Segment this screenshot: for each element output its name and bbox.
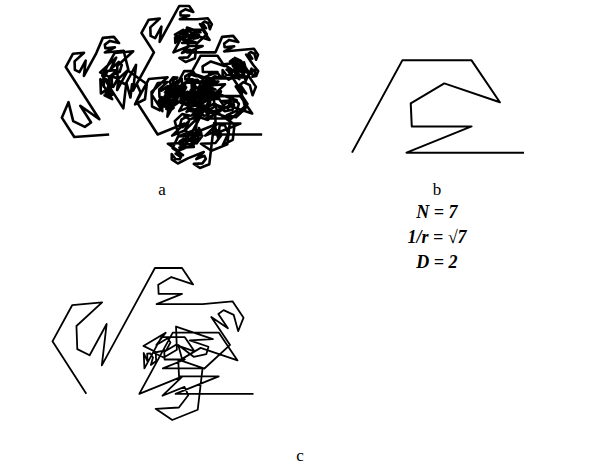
generator-curve bbox=[352, 60, 524, 152]
formula: 1/r = √7 bbox=[407, 227, 466, 248]
fractal-level-three bbox=[62, 6, 262, 168]
formula: D = 2 bbox=[416, 252, 457, 273]
panel-label: c bbox=[296, 446, 304, 466]
formula: N = 7 bbox=[416, 202, 457, 223]
panel-label: b bbox=[433, 180, 442, 200]
panel-label: a bbox=[158, 180, 166, 200]
fractal-level-two bbox=[52, 268, 253, 420]
